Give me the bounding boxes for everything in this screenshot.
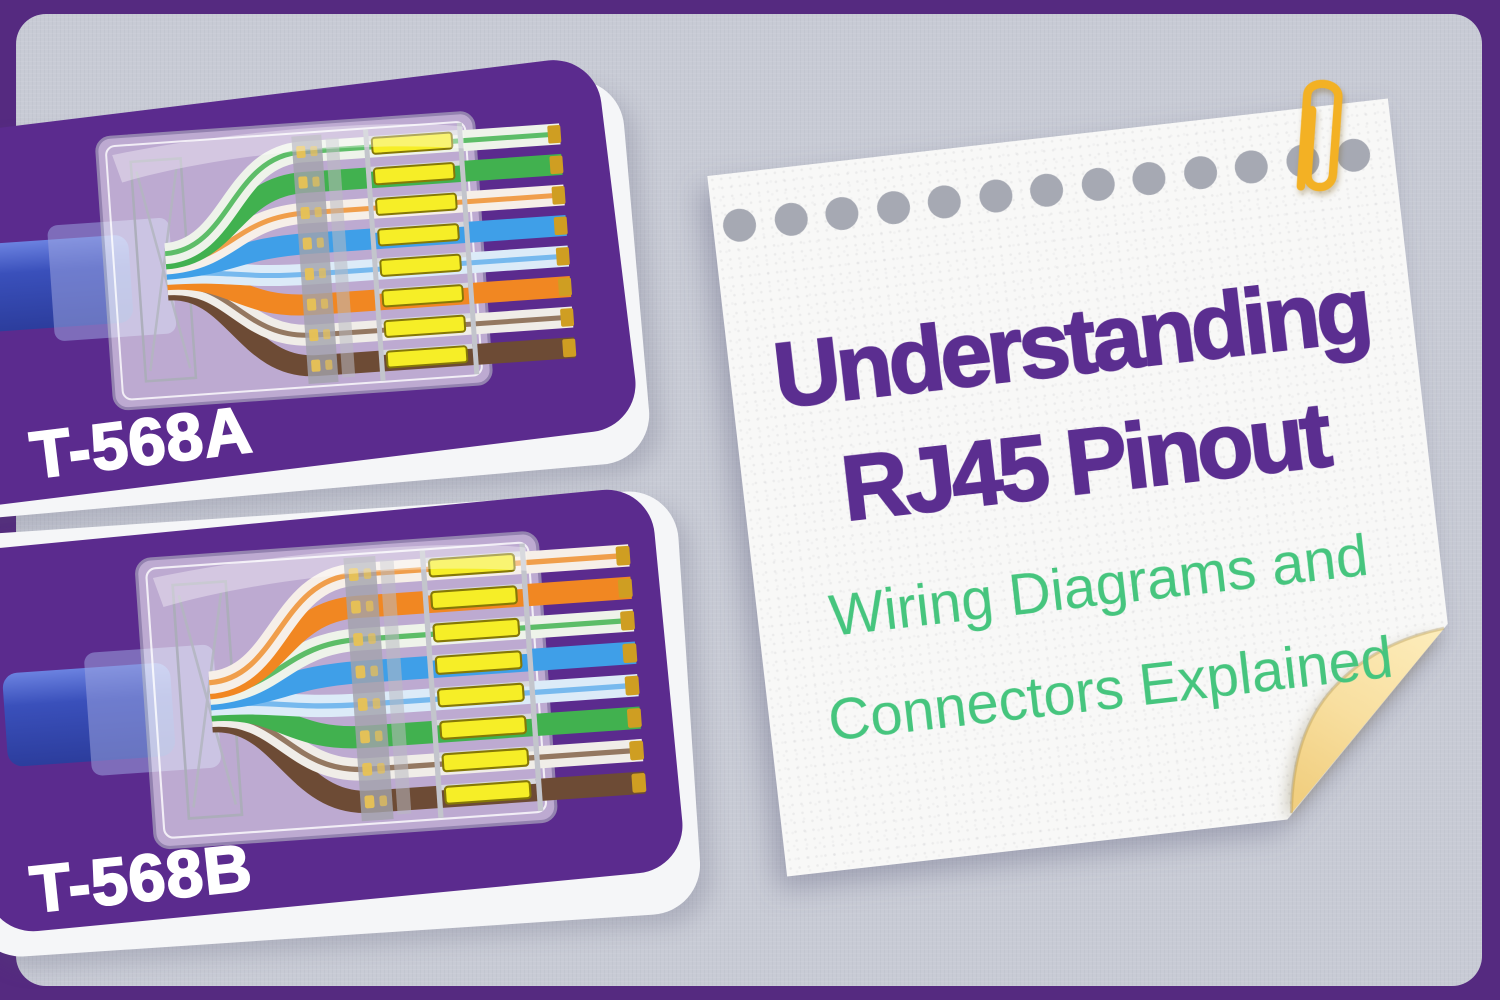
paperclip-icon — [1296, 79, 1343, 192]
punch-hole — [977, 177, 1014, 215]
gold-contact — [434, 650, 523, 675]
t568b-rj45-connector-icon — [2, 531, 647, 850]
punch-hole — [1079, 166, 1117, 203]
gold-contact — [432, 617, 521, 643]
gold-contact — [437, 682, 525, 708]
note-paper: Understanding RJ45 Pinout Wiring Diagram… — [707, 98, 1467, 876]
gold-contact — [427, 552, 516, 578]
punch-hole — [823, 195, 861, 232]
gold-contact — [381, 284, 465, 308]
gold-contact — [372, 162, 456, 186]
gold-contact — [443, 780, 532, 805]
gold-contact — [430, 585, 518, 611]
gold-contact — [441, 747, 530, 773]
punch-hole — [874, 189, 912, 226]
gold-contact — [439, 715, 528, 740]
punch-hole — [721, 206, 758, 244]
punch-hole — [1181, 154, 1219, 191]
folded-corner-icon — [1289, 626, 1445, 814]
punch-hole — [925, 183, 963, 221]
punch-hole — [1232, 148, 1270, 186]
gold-contact — [385, 345, 469, 369]
gold-contact — [379, 253, 462, 277]
gold-contact — [377, 223, 460, 247]
punch-hole — [772, 201, 810, 238]
punch-hole — [1130, 160, 1168, 197]
gold-contact — [375, 192, 458, 216]
t568a-rj45-connector-icon — [0, 111, 577, 411]
gold-contact — [370, 131, 454, 155]
punch-hole — [1028, 171, 1065, 209]
gold-contact — [383, 314, 467, 338]
